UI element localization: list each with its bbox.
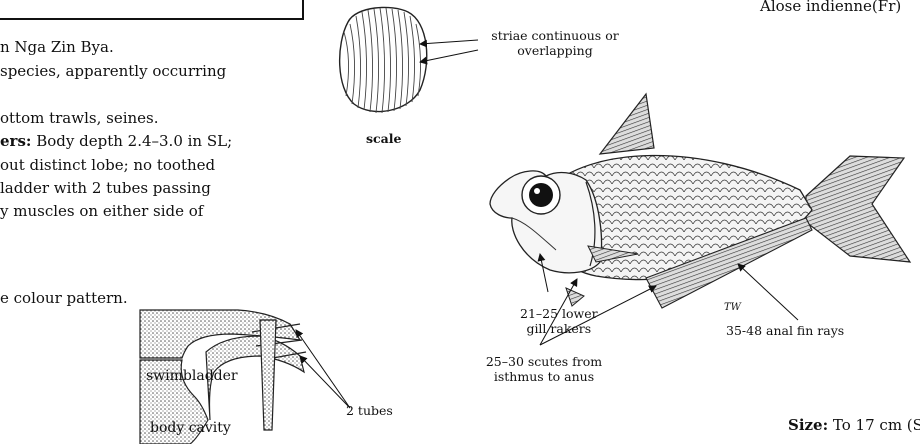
scutes-line-1: 25–30 scutes from: [474, 354, 614, 369]
striae-label-line-2: overlapping: [480, 43, 630, 58]
artist-signature: TW: [724, 302, 741, 313]
size-value: To 17 cm (SL): [833, 416, 920, 434]
scale-drawing: [340, 7, 427, 113]
scale-label: scale: [366, 131, 401, 146]
gill-rakers-label: 21–25 lower gill rakers: [520, 306, 598, 336]
body-cavity-label: body cavity: [150, 418, 231, 439]
striae-label: striae continuous or overlapping: [480, 28, 630, 58]
tubes-label: 2 tubes: [346, 403, 393, 418]
size-text: Size: To 17 cm (SL): [788, 415, 920, 436]
fish-drawing: [490, 94, 910, 308]
gill-rakers-line-2: gill rakers: [520, 321, 598, 336]
scutes-line-2: isthmus to anus: [474, 369, 614, 384]
anal-rays-label: 35-48 anal fin rays: [726, 323, 844, 338]
scutes-label: 25–30 scutes from isthmus to anus: [474, 354, 614, 384]
swimbladder-label: swimbladder: [146, 366, 238, 387]
size-heading: Size:: [788, 416, 828, 434]
gill-rakers-line-1: 21–25 lower: [520, 306, 598, 321]
striae-label-line-1: striae continuous or: [480, 28, 630, 43]
